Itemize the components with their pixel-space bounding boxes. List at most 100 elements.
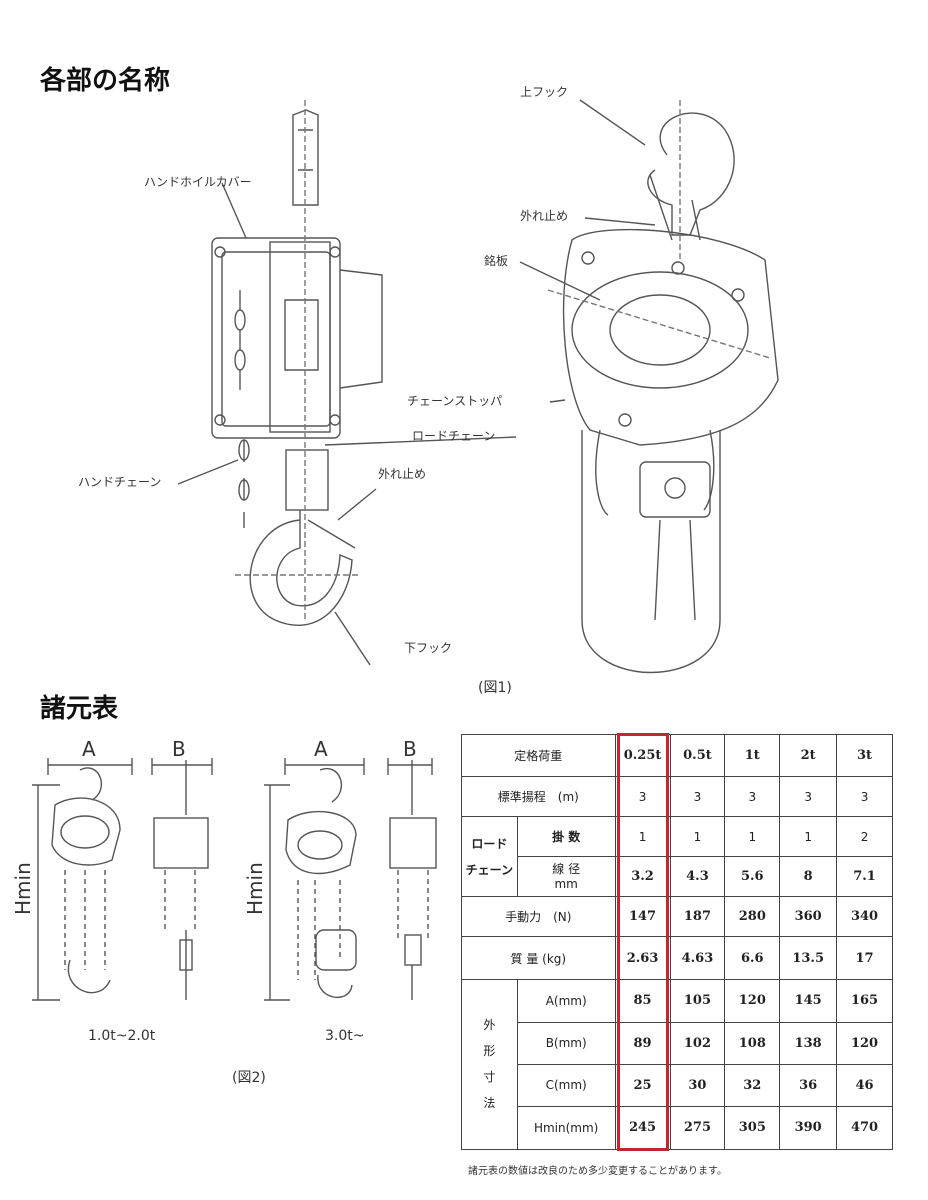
row-dim-hmin: Hmin(mm) 245 275 305 390 470 [462,1105,893,1151]
capacity-cell: 1t [724,733,781,778]
wire-dia-cell: 7.1 [836,856,893,898]
rated-load-label: 定格荷重 [461,733,616,778]
capacity-cell: 2t [779,733,838,778]
row-lift: 標準揚程 (m) 3 3 3 3 3 [461,776,893,818]
wire-dia-cell: 3.2 [614,856,671,898]
capacity-cell: 0.5t [669,733,726,778]
falls-cell: 1 [614,816,671,858]
wire-dia-cell: 4.3 [669,856,726,898]
pull-cell: 280 [724,896,781,938]
dim-cell: 85 [614,978,671,1023]
dim-a-label-large: A [314,737,328,761]
dim-cell: 105 [669,978,726,1023]
capacity-cell: 0.25t [614,733,671,778]
dim-cell: 245 [614,1105,671,1151]
figure1-caption: (図1) [478,680,512,696]
dim-cell: 102 [669,1021,726,1065]
outer-dim-label: 外 形 寸 法 [461,978,518,1151]
lift-cell: 3 [836,776,893,818]
lift-cell: 3 [614,776,671,818]
spec-note: 諸元表の数値は改良のため多少変更することがあります。 [468,1166,727,1177]
dim-label: Hmin(mm) [516,1105,616,1151]
wire-dia-cell: 8 [779,856,838,898]
falls-cell: 2 [836,816,893,858]
dim-label: C(mm) [516,1063,616,1107]
pull-cell: 147 [614,896,671,938]
dim-cell: 275 [669,1105,726,1151]
range-large: 3.0t~ [325,1028,364,1044]
dim-cell: 30 [669,1063,726,1107]
row-pull: 手動力 (N) 147 187 280 360 340 [461,896,893,938]
dim-label: B(mm) [516,1021,616,1065]
dim-a-label-small: A [82,737,96,761]
label-load-chain: ロードチェーン [412,429,495,443]
dimension-drawing-large [264,758,437,1001]
label-hand-wheel-cover: ハンドホイルカバー [144,175,252,189]
dim-cell: 145 [779,978,838,1023]
mass-cell: 6.6 [724,936,781,980]
pull-cell: 340 [836,896,893,938]
row-wire-dia: 線 径 mm 3.2 4.3 5.6 8 7.1 [462,856,893,898]
label-bottom-hook: 下フック [404,641,452,655]
dim-cell: 165 [836,978,893,1023]
row-dim-c: C(mm) 25 30 32 36 46 [462,1063,893,1107]
mass-label: 質 量 (kg) [461,936,616,980]
row-mass: 質 量 (kg) 2.63 4.63 6.6 13.5 17 [461,936,893,980]
dim-h-label-small: Hmin [11,862,35,915]
pull-cell: 187 [669,896,726,938]
row-dim-b: B(mm) 89 102 108 138 120 [462,1021,893,1065]
dim-b-label-large: B [403,737,417,761]
mass-cell: 17 [836,936,893,980]
load-chain-label: ロード チェーン [461,816,518,898]
range-small: 1.0t~2.0t [88,1028,156,1044]
row-dim-a: 外 形 寸 法 A(mm) 85 105 120 145 165 [461,978,893,1151]
dim-cell: 305 [724,1105,781,1151]
spec-heading: 諸元表 [40,694,119,724]
dim-cell: 138 [779,1021,838,1065]
lift-cell: 3 [724,776,781,818]
dim-cell: 390 [779,1105,838,1151]
mass-cell: 2.63 [614,936,671,980]
hoist-side-view [211,100,383,626]
label-chain-stopper: チェーンストッパ [407,394,502,408]
dim-cell: 46 [836,1063,893,1107]
label-hand-chain: ハンドチェーン [78,475,161,489]
mass-cell: 13.5 [779,936,838,980]
label-nameplate: 銘板 [484,253,508,268]
falls-label: 掛 数 [516,816,616,858]
row-falls: ロード チェーン 掛 数 1 1 1 1 2 [461,816,893,898]
label-latch-top: 外れ止め [520,209,568,223]
dim-h-label-large: Hmin [243,862,267,915]
lift-cell: 3 [669,776,726,818]
dim-cell: 120 [724,978,781,1023]
dim-label: A(mm) [516,978,616,1023]
falls-cell: 1 [724,816,781,858]
capacity-cell: 3t [836,733,893,778]
dim-b-label-small: B [172,737,186,761]
falls-cell: 1 [779,816,838,858]
dim-cell: 25 [614,1063,671,1107]
pull-label: 手動力 (N) [461,896,616,938]
pull-cell: 360 [779,896,838,938]
hoist-front-view [547,100,779,674]
mass-cell: 4.63 [669,936,726,980]
dim-cell: 108 [724,1021,781,1065]
label-latch-bottom: 外れ止め [378,467,426,481]
figure2-caption: (図2) [232,1070,266,1086]
dim-cell: 32 [724,1063,781,1107]
dim-cell: 120 [836,1021,893,1065]
dimension-drawing-small [32,758,213,1001]
lift-label: 標準揚程 (m) [461,776,616,818]
parts-heading: 各部の名称 [40,66,171,96]
wire-dia-cell: 5.6 [724,856,781,898]
spec-table: 定格荷重 0.25t 0.5t 1t 2t 3t 標準揚程 (m) 3 3 3 … [461,733,893,1151]
wire-dia-label: 線 径 mm [516,856,616,898]
lift-cell: 3 [779,776,838,818]
dim-cell: 470 [836,1105,893,1151]
falls-cell: 1 [669,816,726,858]
row-rated-load: 定格荷重 0.25t 0.5t 1t 2t 3t [461,733,893,778]
dim-cell: 89 [614,1021,671,1065]
dim-cell: 36 [779,1063,838,1107]
label-top-hook: 上フック [520,85,568,99]
